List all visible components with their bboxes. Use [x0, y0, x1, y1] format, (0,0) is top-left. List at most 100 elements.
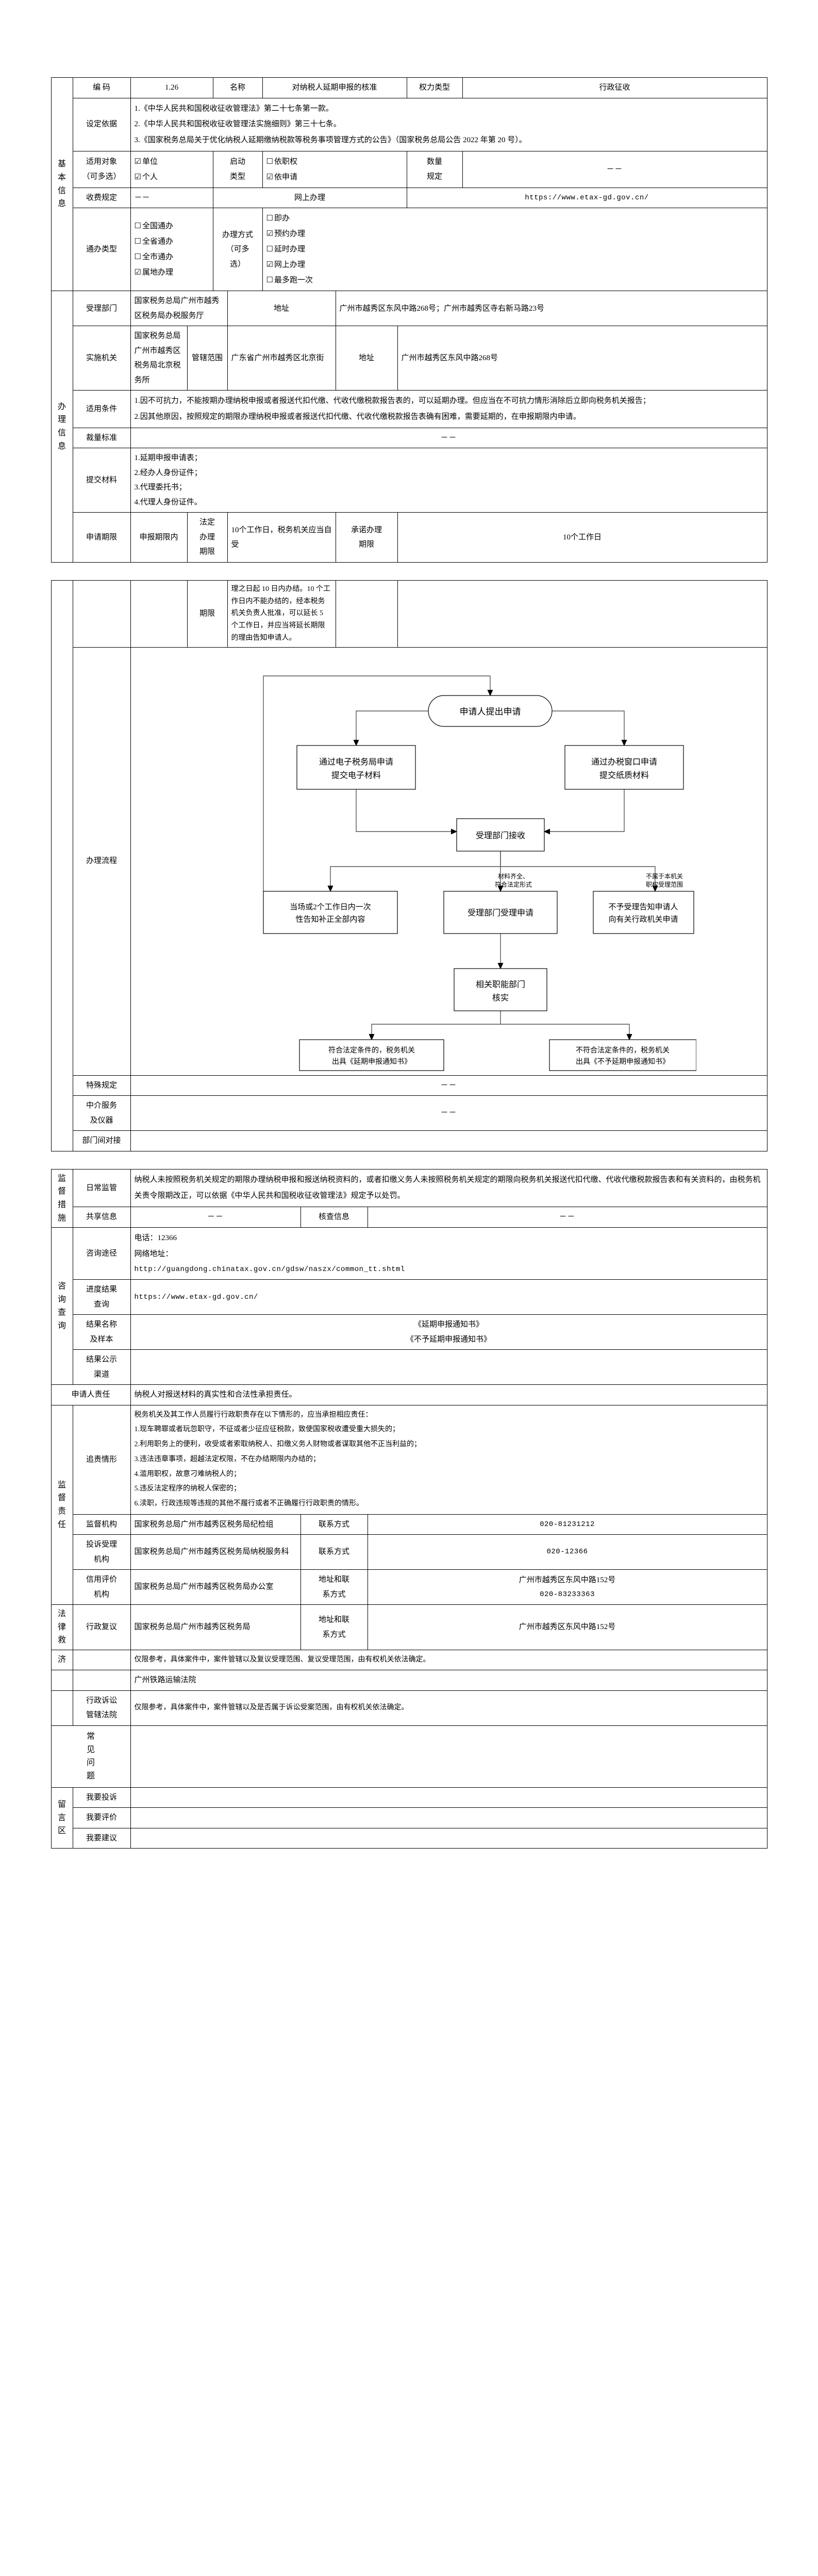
table-row: 结果公示渠道: [51, 1349, 767, 1385]
table-deadline-process: 期限 理之日起 10 日内办结。10 个工作日内不能办结的，经本税务机关负责人批…: [51, 580, 767, 1151]
basis-item: 3.《国家税务总局关于优化纳税人延期缴纳税款等税务事项管理方式的公告》（国家税务…: [134, 136, 527, 144]
message-value-review: [130, 1807, 767, 1828]
section-label-message: 留言 区: [51, 1787, 73, 1849]
table-row: 办理 信息 受理部门 国家税务总局广州市越秀区税务局办税服务厅 地址 广州市越秀…: [51, 291, 767, 563]
label-litigation-court: [72, 1670, 131, 1691]
value-applicant-duty: 纳税人对报送材料的真实性和合法性承担责任。: [130, 1384, 767, 1405]
svg-text:核实: 核实: [492, 993, 508, 1003]
label-review-contact: 地址和联系方式: [300, 1604, 368, 1650]
applicable-object-options: ☑单位 ☑个人: [130, 150, 213, 188]
value-legal-deadline-short: 10个工作日，税务机关应当自受: [227, 512, 336, 563]
table-row: 适用条件 1.因不可抗力，不能按期办理纳税申报或者报送代扣代缴、代收代缴税款报告…: [51, 390, 767, 428]
label-share-info: 共享信息: [72, 1207, 131, 1228]
table-row: 常见 问题: [51, 1725, 767, 1788]
value-online-url[interactable]: https://www.etax-gd.gov.cn/: [406, 187, 767, 209]
flow-node-deny: 不符合法定条件的，税务机关 出具《不予延期申报通知书》: [548, 1039, 696, 1071]
flow-edge-label: 材料齐全、 符合法定形式 不属于本机关 职权受理范围: [494, 872, 682, 888]
svg-text:出具《延期申报通知书》: 出具《延期申报通知书》: [332, 1057, 411, 1066]
table-row: 共享信息 －－ 核查信息 －－: [51, 1207, 767, 1228]
value-complaint-org: 国家税务总局广州市越秀区税务局纳税服务科: [130, 1534, 301, 1570]
material-item: 4.代理人身份证件。: [134, 498, 202, 506]
checkbox-extended-hours[interactable]: ☐延时办理: [266, 245, 305, 254]
value-legal-deadline-cont: 理之日起 10 日内办结。10 个工作日内不能办结的，经本税务机关负责人批准，可…: [227, 580, 336, 648]
label-legal-deadline: 法定办理期限: [187, 512, 228, 563]
checkbox-local[interactable]: ☑属地办理: [134, 268, 173, 277]
value-accept-address: 广州市越秀区东风中路268号；广州市越秀区寺右新马路23号: [335, 291, 767, 327]
flow-node-accept: 受理部门受理申请: [443, 891, 558, 934]
label-quantity: 数量 规定: [406, 150, 463, 188]
message-item-complaint[interactable]: 我要投诉: [72, 1787, 131, 1808]
svg-text:不属于本机关: 不属于本机关: [645, 873, 682, 880]
value-progress-query[interactable]: https://www.etax-gd.gov.cn/: [130, 1279, 767, 1315]
svg-text:不符合法定条件的，税务机关: 不符合法定条件的，税务机关: [576, 1046, 670, 1055]
value-litigation-court: 广州铁路运输法院: [130, 1670, 767, 1691]
label-admin-review: 行政复议: [72, 1604, 131, 1650]
value-discretion: －－: [130, 427, 767, 449]
table-row: 期限 理之日起 10 日内办结。10 个工作日内不能办结的，经本税务机关负责人批…: [51, 580, 767, 648]
message-item-suggestion[interactable]: 我要建议: [72, 1827, 131, 1849]
label-materials: 提交材料: [72, 448, 131, 513]
label-jurisdiction: 管辖范围: [187, 326, 228, 391]
consult-web-url[interactable]: http://guangdong.chinatax.gov.cn/gdsw/na…: [134, 1265, 405, 1274]
label-accept-dept: 受理部门: [72, 291, 131, 327]
checkbox-online[interactable]: ☑网上办理: [266, 261, 305, 269]
table-handling-info: 办理 信息 受理部门 国家税务总局广州市越秀区税务局办税服务厅 地址 广州市越秀…: [51, 291, 767, 563]
handle-mode-options: ☐即办 ☑预约办理 ☐延时办理 ☑网上办理 ☐最多跑一次: [262, 208, 767, 292]
table-row: 咨询 查询 咨询途径 电话：12366 网络地址： http://guangdo…: [51, 1227, 767, 1385]
label-complaint-contact: 联系方式: [300, 1534, 368, 1570]
table-row: 部门间对接: [51, 1130, 767, 1151]
table-row: 投诉受理机构 国家税务总局广州市越秀区税务局纳税服务科 联系方式 020-123…: [51, 1534, 767, 1570]
label-discretion: 裁量标准: [72, 427, 131, 449]
label-conditions: 适用条件: [72, 390, 131, 428]
checkbox-individual[interactable]: ☑个人: [134, 173, 158, 181]
label-supervise-org: 监督机构: [72, 1514, 131, 1535]
value-review-contact: 广州市越秀区东风中路152号: [367, 1604, 767, 1650]
label-impl-org: 实施机关: [72, 326, 131, 391]
checkbox-one-visit[interactable]: ☐最多跑一次: [266, 276, 313, 285]
value-materials: 1.延期申报申请表； 2.经办人身份证件； 3.代理委托书； 4.代理人身份证件…: [130, 448, 767, 513]
table-row: 我要评价: [51, 1807, 767, 1828]
value-conditions: 1.因不可抗力，不能按期办理纳税申报或者报送代扣代缴、代收代缴税款报告表的，可以…: [130, 390, 767, 428]
table-row: 信用评价机构 国家税务总局广州市越秀区税务局办公室 地址和联系方式 广州市越秀区…: [51, 1569, 767, 1605]
checkbox-national[interactable]: ☐全国通办: [134, 222, 173, 231]
process-flowchart: 申请人提出申请 通过电子税务局申请 提交电子材料 通过办税窗口申请 提交纸质材料…: [262, 675, 696, 1071]
checkbox-immediate[interactable]: ☐即办: [266, 214, 290, 223]
label-consult-channel: 咨询途径: [72, 1227, 131, 1280]
value-consult-channel: 电话：12366 网络地址： http://guangdong.chinatax…: [130, 1227, 767, 1280]
flow-node-supplement: 当场或2个工作日内一次 性告知补正全部内容: [262, 891, 398, 934]
material-item: 2.经办人身份证件；: [134, 468, 202, 477]
label-check-info: 核查信息: [300, 1207, 368, 1228]
accountability-item: 税务机关及其工作人员履行行政职责存在以下情形的，应当承担相应责任：: [134, 1411, 373, 1419]
value-credit-contact: 广州市越秀区东风中路152号 020-83233363: [367, 1569, 767, 1605]
label-handle-mode: 办理方式 （可多 选）: [212, 208, 263, 292]
checkbox-unit[interactable]: ☑单位: [134, 157, 158, 166]
checkbox-by-application[interactable]: ☑依申请: [266, 173, 297, 181]
svg-text:职权受理范围: 职权受理范围: [645, 881, 682, 888]
value-accept-dept: 国家税务总局广州市越秀区税务局办税服务厅: [130, 291, 228, 327]
material-item: 1.延期申报申请表；: [134, 454, 202, 463]
table-row: 提交材料 1.延期申报申请表； 2.经办人身份证件； 3.代理委托书； 4.代理…: [51, 448, 767, 513]
message-item-review[interactable]: 我要评价: [72, 1807, 131, 1828]
material-item: 3.代理委托书；: [134, 483, 187, 492]
basis-item: 1.《中华人民共和国税收征收管理法》第二十七条第一款。: [134, 104, 333, 113]
value-special: －－: [130, 1075, 767, 1096]
accountability-item: 3.违法违章事项，超越法定权限，不在办结期限内办结的；: [134, 1455, 321, 1463]
accountability-item: 2.利用职务上的便利，收受或者索取纳税人、扣缴义务人财物或者谋取其他不正当利益的…: [134, 1440, 422, 1449]
flow-node-window: 通过办税窗口申请 提交纸质材料: [564, 745, 684, 790]
value-basis: 1.《中华人民共和国税收征收管理法》第二十七条第一款。 2.《中华人民共和国税收…: [130, 97, 767, 151]
value-fee: －－: [130, 187, 213, 209]
label-apply-deadline: 申请期限: [72, 512, 131, 563]
value-credit-org: 国家税务总局广州市越秀区税务局办公室: [130, 1569, 301, 1605]
checkbox-province[interactable]: ☐全省通办: [134, 238, 173, 246]
svg-text:不予受理告知申请人: 不予受理告知申请人: [608, 903, 678, 911]
checkbox-by-authority[interactable]: ☐依职权: [266, 157, 297, 166]
accountability-item: 4.滥用职权，故意刁难纳税人的；: [134, 1470, 241, 1478]
basis-item: 2.《中华人民共和国税收征收管理法实施细则》第三十七条。: [134, 120, 341, 129]
flow-node-verify: 相关职能部门 核实: [453, 968, 547, 1011]
table-row: 中介服务及仪器 －－: [51, 1095, 767, 1131]
checkbox-appointment[interactable]: ☑预约办理: [266, 230, 305, 239]
table-row: 特殊规定 －－: [51, 1075, 767, 1096]
svg-text:相关职能部门: 相关职能部门: [475, 980, 525, 989]
table-row: 进度结果查询 https://www.etax-gd.gov.cn/: [51, 1279, 767, 1315]
checkbox-city[interactable]: ☐全市通办: [134, 253, 173, 262]
